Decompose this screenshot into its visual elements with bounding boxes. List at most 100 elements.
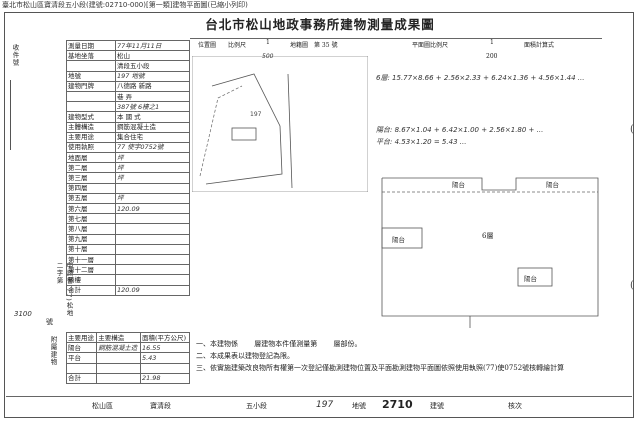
info-label: 第二層 (66, 162, 116, 174)
section-rule (190, 38, 602, 39)
document-header: 臺北市松山區寶清段五小段(建號:02710-000)[第一類]建物平面圖(已縮小… (2, 1, 248, 9)
footer-lot: 197 (316, 400, 334, 410)
annex-use: 平台 (65, 352, 98, 364)
annex-header-use: 主要用途 (65, 331, 98, 344)
parcel-edge (199, 85, 243, 177)
annex-structure (96, 352, 141, 364)
info-row: 387號 6樓之1 (66, 101, 190, 113)
info-label: 建物型式 (66, 111, 116, 123)
cadastral-sheet-number: 第 35 號 (314, 42, 338, 49)
location-scale-numerator: 1 (266, 39, 270, 46)
info-value: 鋼筋混凝土造 (115, 121, 190, 133)
margin-rule (10, 80, 25, 150)
info-value (115, 182, 190, 194)
info-label: 主要用途 (66, 131, 116, 143)
info-label: 測量日期 (66, 39, 116, 52)
floor-plan-label: 平面圖比例尺 (412, 42, 449, 49)
floor-plan-scale-denominator: 200 (486, 53, 498, 60)
info-value: 本 國 式 (115, 111, 190, 123)
info-value: 坪 (115, 152, 190, 164)
binding-mark: ( (630, 280, 634, 291)
floor-plan-drawing: 陽台 陽台 陽台 陽台 6層 (381, 177, 599, 328)
document-frame (4, 12, 634, 418)
info-value: 清段五小段 (115, 60, 190, 72)
formula-line-1: 6層: 15.77×8.66 + 2.56×2.33 + 6.24×1.36 +… (376, 74, 585, 82)
info-label: 第十一層 (66, 253, 116, 266)
info-row: 地面層坪 (66, 152, 190, 164)
balcony-room (517, 267, 553, 287)
info-value: 坪 (115, 162, 190, 174)
note-3: 三、依實施建築改良物所有權第一次登記僅勘測建物位置及平面勘測建物平面圖依照使用執… (196, 364, 565, 372)
room-label: 陽台 (546, 180, 559, 189)
info-label (66, 90, 116, 103)
info-value (115, 233, 190, 245)
document-title: 台北市松山地政事務所建物測量成果圖 (205, 17, 435, 32)
footer-building-number: 2710 (382, 398, 413, 411)
note-1: 一、本建物係 層建物本件僅測量第 層部份。 (196, 340, 362, 348)
info-row: 建物型式本 國 式 (66, 111, 190, 123)
info-value: 八德路 新路 (115, 80, 190, 92)
annex-header-structure: 主要構造 (96, 331, 141, 344)
info-row: 第十層 (66, 243, 190, 255)
info-label: 建物門牌 (66, 80, 116, 92)
info-label: 第十層 (66, 243, 116, 255)
location-scale-denominator: 500 (262, 53, 274, 60)
info-value (115, 223, 190, 235)
info-row: 騎樓 (66, 274, 190, 286)
location-map: 197 (192, 56, 368, 192)
info-label: 地號 (66, 70, 116, 82)
annex-total-spacer (96, 372, 141, 384)
info-label: 第八層 (66, 223, 116, 235)
info-value: 387號 6樓之1 (115, 101, 190, 113)
info-label (66, 101, 116, 113)
info-label: 基地坐落 (66, 50, 116, 62)
info-label: 第十二層 (66, 264, 116, 276)
annex-total-label: 合計 (65, 372, 98, 384)
info-row: 第八層 (66, 223, 190, 235)
info-row: 第三層坪 (66, 172, 190, 184)
info-row: 主體構造鋼筋混凝土造 (66, 121, 190, 133)
footer-district: 松山區 (92, 402, 113, 410)
building-footprint (231, 127, 257, 141)
info-label (66, 60, 116, 72)
info-value: 巷 弄 (115, 90, 190, 103)
formula-line-3: 平台: 4.53×1.20 = 5.43 ... (376, 138, 467, 146)
annex-total-value: 21.98 (139, 372, 191, 384)
floor-plan-scale-numerator: 1 (490, 39, 494, 46)
annex-structure (96, 362, 141, 374)
info-row: 主要用途集合住宅 (66, 131, 190, 143)
info-label: 第四層 (66, 182, 116, 194)
info-label: 地面層 (66, 152, 116, 164)
info-value: 77年11月11日 (115, 39, 190, 52)
footer-building-label: 建號 (430, 402, 444, 410)
annex-use (65, 362, 98, 374)
room-label: 陽台 (524, 274, 537, 283)
location-map-border (192, 56, 368, 192)
info-value (115, 213, 190, 225)
note-2: 二、本成果表以建物登記為限。 (196, 352, 294, 360)
info-value: 集合住宅 (115, 131, 190, 143)
area-calc-label: 面積計算式 (524, 42, 555, 49)
floor-level-label: 6層 (482, 232, 493, 240)
receipt-label: 收件號 (11, 44, 19, 67)
info-label: 第三層 (66, 172, 116, 184)
annex-area (139, 362, 191, 374)
footer-lot-label: 地號 (352, 402, 366, 410)
street-line (287, 73, 293, 189)
application-number: 3100 (14, 310, 32, 318)
info-value: 120.09 (115, 284, 190, 296)
info-value: 坪 (115, 172, 190, 184)
floor-outline (381, 177, 599, 317)
info-row: 巷 弄 (66, 90, 190, 103)
footer-section: 寶清段 (150, 402, 171, 410)
info-value: 77 使字0752號 (115, 141, 190, 154)
info-label: 騎樓 (66, 274, 116, 286)
balcony-room (381, 227, 423, 249)
footer-reference: 核次 (508, 402, 522, 410)
annex-header-area: 面積(平方公尺) (139, 331, 191, 344)
